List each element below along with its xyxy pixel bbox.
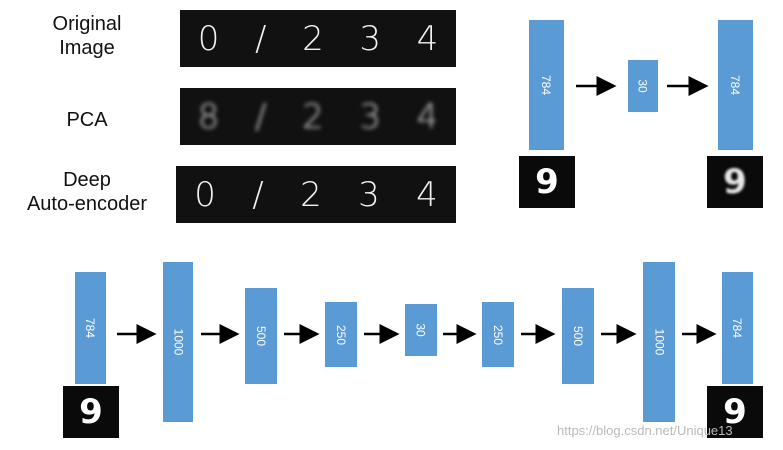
deep-layer-1000-b: 1000 [643, 262, 675, 422]
deep-layer-30: 30 [405, 304, 437, 356]
digit: / [252, 174, 264, 215]
deep-layer-784-in: 784 [75, 272, 106, 384]
digit: 0 [194, 174, 216, 215]
pca-output-digit-image: 9 [707, 156, 763, 208]
deep-input-digit-image: 9 [63, 386, 119, 438]
digit: 2 [302, 18, 324, 59]
digit: 8 [197, 96, 220, 137]
deep-layer-250-a: 250 [325, 302, 357, 367]
deep-layer-1000-a: 1000 [163, 262, 193, 422]
deep-layer-250-b: 250 [482, 302, 514, 367]
digit: 2 [300, 174, 322, 215]
label-deep-autoencoder: Deep Auto-encoder [26, 169, 148, 215]
deep-layer-500-a: 500 [245, 288, 277, 384]
digit: 4 [416, 174, 438, 215]
digit: 3 [359, 96, 381, 137]
digit: 2 [302, 96, 324, 137]
watermark: https://blog.csdn.net/Unique13 [557, 423, 733, 438]
digit: 0 [197, 18, 220, 59]
digit: / [255, 96, 267, 137]
label-original-image: Original Image [52, 13, 122, 59]
digit: 3 [358, 174, 380, 215]
pca-layer-784-out: 784 [718, 20, 753, 150]
digit: 4 [416, 96, 439, 137]
deep-output-digit-image: 9 [707, 386, 763, 438]
pca-digits-strip: 8 / 2 3 4 [180, 88, 456, 145]
digit: 3 [359, 18, 381, 59]
deep-digits-strip: 0 / 2 3 4 [176, 166, 456, 223]
pca-layer-784-in: 784 [529, 20, 564, 150]
digit: / [255, 18, 267, 59]
original-digits-strip: 0 / 2 3 4 [180, 10, 456, 67]
pca-layer-30: 30 [628, 60, 658, 112]
deep-layer-784-out: 784 [722, 272, 753, 384]
pca-input-digit-image: 9 [519, 156, 575, 208]
digit: 4 [416, 18, 439, 59]
label-pca: PCA [66, 109, 108, 131]
deep-layer-500-b: 500 [562, 288, 594, 384]
